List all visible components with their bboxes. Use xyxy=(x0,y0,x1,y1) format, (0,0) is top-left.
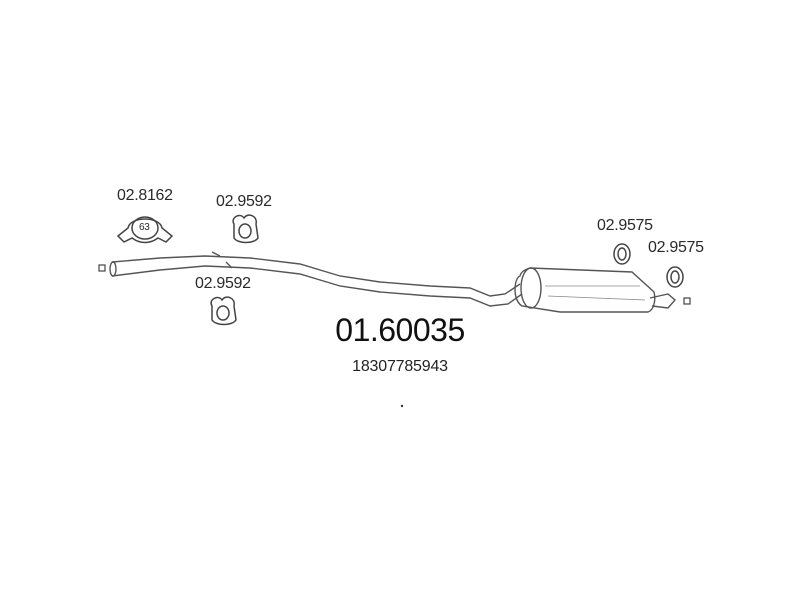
stray-dot xyxy=(400,404,404,408)
pipe-end-marker-right xyxy=(683,297,691,305)
clamp-size-label: 63 xyxy=(139,222,150,233)
hanger-rubber-icon-upper xyxy=(232,214,259,244)
exhaust-pipe xyxy=(109,251,523,307)
product-code: 01.60035 xyxy=(335,312,465,348)
sealing-ring-icon-right xyxy=(666,266,684,288)
clamp-part-number: 02.8162 xyxy=(117,187,173,204)
hanger-rubber-icon-lower xyxy=(210,296,237,326)
clamp-icon xyxy=(116,216,174,244)
oem-number: 18307785943 xyxy=(352,358,448,375)
ring-right-part-number: 02.9575 xyxy=(648,239,704,256)
hanger-upper-part-number: 02.9592 xyxy=(216,193,272,210)
hanger-lower-part-number: 02.9592 xyxy=(195,275,251,292)
sealing-ring-icon-left xyxy=(613,243,631,265)
rear-silencer xyxy=(514,267,676,313)
ring-left-part-number: 02.9575 xyxy=(597,217,653,234)
pipe-end-marker-left xyxy=(98,264,106,272)
